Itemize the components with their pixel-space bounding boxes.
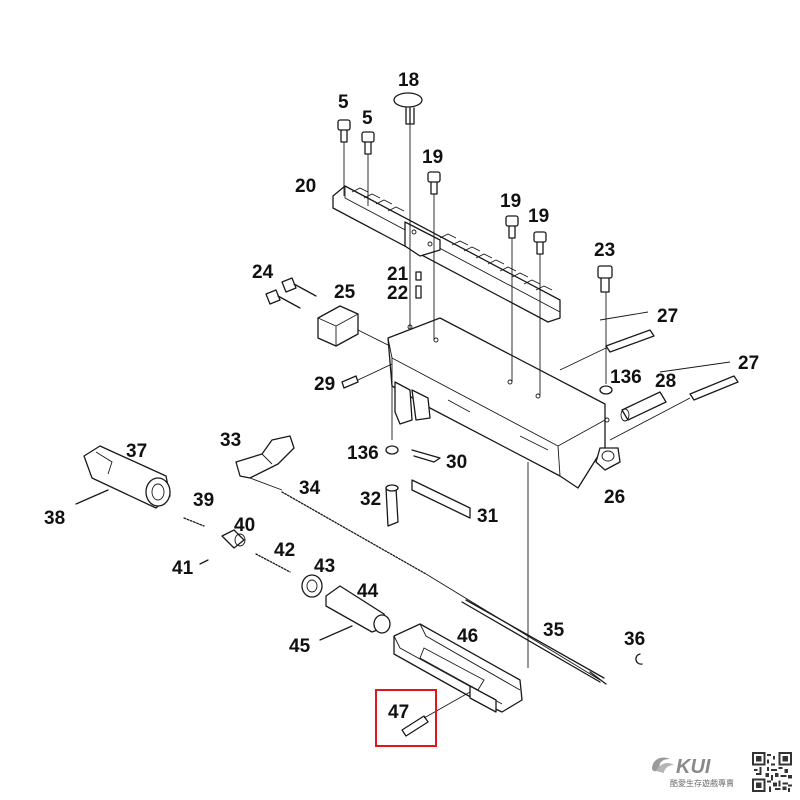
part-35-guide-rod xyxy=(461,599,605,683)
brand-logo-text: KUI xyxy=(676,756,711,778)
qr-code-icon xyxy=(752,752,792,792)
callout-19: 19 xyxy=(422,147,443,168)
part-31-plate xyxy=(411,479,471,519)
callout-leaders xyxy=(599,311,731,373)
part-20-top-rail xyxy=(332,185,561,323)
part-33-catch xyxy=(235,435,295,491)
assembly-lines xyxy=(343,124,607,668)
part-136-ring-b xyxy=(385,445,399,455)
callout-20: 20 xyxy=(295,176,316,197)
part-44-piston xyxy=(325,585,391,634)
callout-19: 19 xyxy=(500,191,521,212)
callout-45: 45 xyxy=(289,636,311,657)
part-47-pin xyxy=(401,691,471,737)
callout-23: 23 xyxy=(594,240,615,261)
callout-24: 24 xyxy=(252,262,274,283)
callout-32: 32 xyxy=(360,489,381,510)
callout-42: 42 xyxy=(274,540,295,561)
part-23-screw xyxy=(597,265,613,293)
part-19-screw-a xyxy=(427,171,441,195)
callout-36: 36 xyxy=(624,629,645,650)
part-46-carrier xyxy=(393,623,523,713)
callout-5: 5 xyxy=(338,92,349,113)
part-40-valve xyxy=(221,529,246,549)
part-30-spring-clip xyxy=(411,449,441,463)
callout-19: 19 xyxy=(528,206,549,227)
callout-labels: 18 5 5 19 20 19 19 23 24 21 22 25 27 27 … xyxy=(44,70,759,723)
callout-43: 43 xyxy=(314,556,335,577)
part-26-receiver xyxy=(387,317,621,489)
part-24-screws xyxy=(265,277,317,309)
callout-33: 33 xyxy=(220,430,241,451)
callout-31: 31 xyxy=(477,506,499,527)
callout-46: 46 xyxy=(457,626,478,647)
callout-39: 39 xyxy=(193,490,214,511)
part-38-pin xyxy=(75,489,109,505)
callout-21: 21 xyxy=(387,264,409,285)
part-18-hop-wheel xyxy=(393,92,423,125)
part-29-pin xyxy=(341,363,393,389)
part-25-block xyxy=(317,305,391,347)
callout-38: 38 xyxy=(44,508,65,529)
callout-44: 44 xyxy=(357,581,379,602)
part-19-screw-b xyxy=(505,215,519,239)
part-21-part-22-pins xyxy=(415,271,422,299)
part-5-screw-b xyxy=(361,131,375,155)
part-136-ring-a xyxy=(599,385,613,395)
brand-tagline: 酷愛生存遊戲專賣 xyxy=(670,779,734,788)
callout-29: 29 xyxy=(314,374,335,395)
part-45-pin xyxy=(319,625,353,641)
part-36-e-clip xyxy=(635,653,643,665)
brand-watermark: KUI 酷愛生存遊戲專賣 xyxy=(648,751,748,791)
kui-logo-icon: KUI xyxy=(652,756,711,778)
callout-37: 37 xyxy=(126,441,147,462)
callout-18: 18 xyxy=(398,70,419,91)
part-27-pin-b xyxy=(609,375,739,441)
part-41-pin xyxy=(199,559,209,565)
part-47-highlight-box xyxy=(375,689,437,747)
callout-47: 47 xyxy=(388,702,409,723)
part-37-nozzle xyxy=(83,445,171,509)
callout-22: 22 xyxy=(387,283,408,304)
part-43-washer xyxy=(301,574,323,598)
part-19-screw-c xyxy=(533,231,547,255)
part-32-post xyxy=(385,484,399,527)
callout-40: 40 xyxy=(234,515,255,536)
callout-27: 27 xyxy=(738,353,759,374)
callout-25: 25 xyxy=(334,282,356,303)
callout-41: 41 xyxy=(172,558,194,579)
part-5-screw-a xyxy=(337,119,351,143)
callout-28: 28 xyxy=(655,371,676,392)
callout-5: 5 xyxy=(362,108,373,129)
part-27-pin-a xyxy=(559,329,655,371)
part-39-spring xyxy=(183,517,205,527)
callout-26: 26 xyxy=(604,487,625,508)
callout-34: 34 xyxy=(299,478,321,499)
callout-35: 35 xyxy=(543,620,565,641)
callout-136: 136 xyxy=(347,443,379,464)
callout-30: 30 xyxy=(446,452,467,473)
part-28-sleeve xyxy=(620,391,667,422)
part-42-spring xyxy=(255,553,291,573)
callout-136: 136 xyxy=(610,367,642,388)
callout-27: 27 xyxy=(657,306,678,327)
